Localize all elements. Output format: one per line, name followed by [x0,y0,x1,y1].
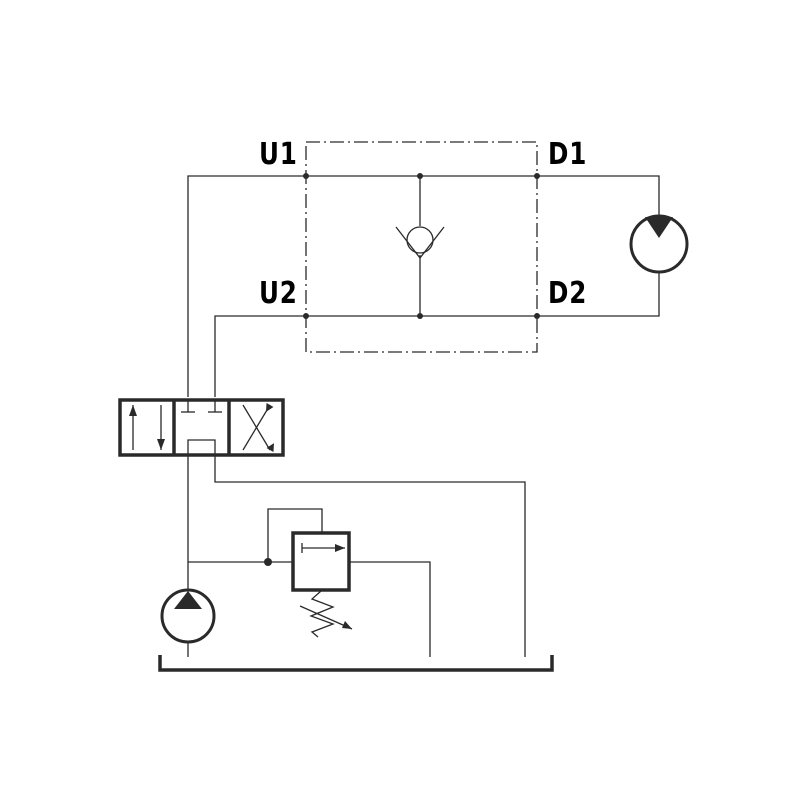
relief-valve-icon [291,531,353,638]
port-dot-u1 [303,173,309,179]
port-dot-d2 [534,313,540,319]
check-valve-dot-top [417,173,423,179]
junction-dot [264,558,272,566]
port-label-d1: D1 [548,137,588,172]
line-u1-d1 [187,175,660,397]
directional-valve-icon [118,398,285,457]
valve-block-outline [305,141,538,353]
check-valve-icon [395,226,445,260]
relief-drain-line [349,561,431,657]
return-line [214,455,526,657]
port-dot-u2 [303,313,309,319]
relief-pilot-line [267,508,323,562]
port-dot-d1 [534,173,540,179]
port-label-d2: D2 [548,276,588,311]
hydraulic-motor-icon [629,214,689,274]
port-dots [303,173,540,319]
line-u2-d2 [214,272,660,397]
hydraulic-pump-icon [160,588,216,644]
port-label-u1: U1 [259,137,298,172]
tank-icon [158,655,554,672]
port-label-u2: U2 [259,276,298,311]
check-valve-dot-bottom [417,313,423,319]
